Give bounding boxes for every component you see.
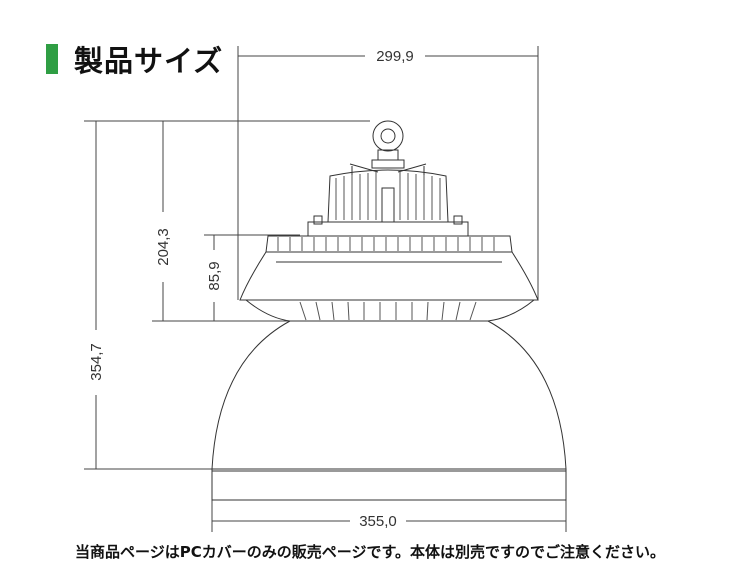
dim-reflector-width-label: 355,0 (359, 513, 397, 530)
dim-overall-height (84, 120, 370, 470)
dim-top-width (237, 46, 539, 300)
lamp-drawing (211, 120, 567, 501)
dim-overall-height-label: 354,7 (88, 343, 105, 381)
dim-top-width-label: 299,9 (376, 48, 414, 65)
bottom-vents (299, 301, 477, 321)
dim-body-height-label: 204,3 (155, 228, 172, 266)
footer-note: 当商品ページはPCカバーのみの販売ページです。本体は別売ですのでご注意ください。 (75, 543, 665, 561)
title-accent-bar (46, 44, 58, 74)
housing-fins (335, 172, 441, 220)
ring-fins (277, 237, 495, 251)
dim-body-height (152, 121, 290, 322)
dim-ring-height (204, 234, 300, 321)
dim-ring-height-label: 85,9 (206, 261, 223, 290)
page-title: 製品サイズ (74, 44, 224, 78)
